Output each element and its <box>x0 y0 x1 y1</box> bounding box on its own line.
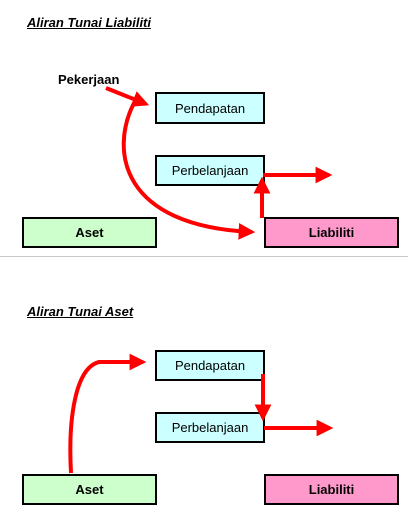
aset-pendapatan-label: Pendapatan <box>174 358 246 373</box>
liabiliti-pendapatan-label: Pendapatan <box>174 100 246 116</box>
liabiliti-liabiliti-label: Liabiliti <box>308 225 355 240</box>
aset-pendapatan-box: Pendapatan <box>155 350 265 381</box>
aset-aset-box: Aset <box>22 474 157 505</box>
aset-perbelanjaan-label: Perbelanjaan <box>171 420 249 435</box>
aset-liabiliti-label: Liabiliti <box>308 482 355 497</box>
liabiliti-aset-box: Aset <box>22 217 157 248</box>
liabiliti-pendapatan-box: Pendapatan <box>155 92 265 124</box>
pendapatan-to-liabiliti-arrow <box>121 102 256 240</box>
aset-aset-label: Aset <box>75 482 104 497</box>
liabiliti-perbelanjaan-label: Perbelanjaan <box>171 163 249 178</box>
aset-section-title: Aliran Tunai Aset <box>27 304 134 319</box>
section-divider <box>0 256 408 257</box>
pekerjaan-label: Pekerjaan <box>58 72 120 87</box>
liabiliti-aset-label: Aset <box>75 225 104 240</box>
liabiliti-liabiliti-box: Liabiliti <box>264 217 399 248</box>
aset-liabiliti-box: Liabiliti <box>264 474 399 505</box>
liabiliti-section-title: Aliran Tunai Liabiliti <box>27 15 151 30</box>
liabiliti-perbelanjaan-box: Perbelanjaan <box>155 155 265 186</box>
aset-to-pendapatan-arrow <box>68 353 147 474</box>
pekerjaan-to-pendapatan-arrow <box>105 86 150 107</box>
